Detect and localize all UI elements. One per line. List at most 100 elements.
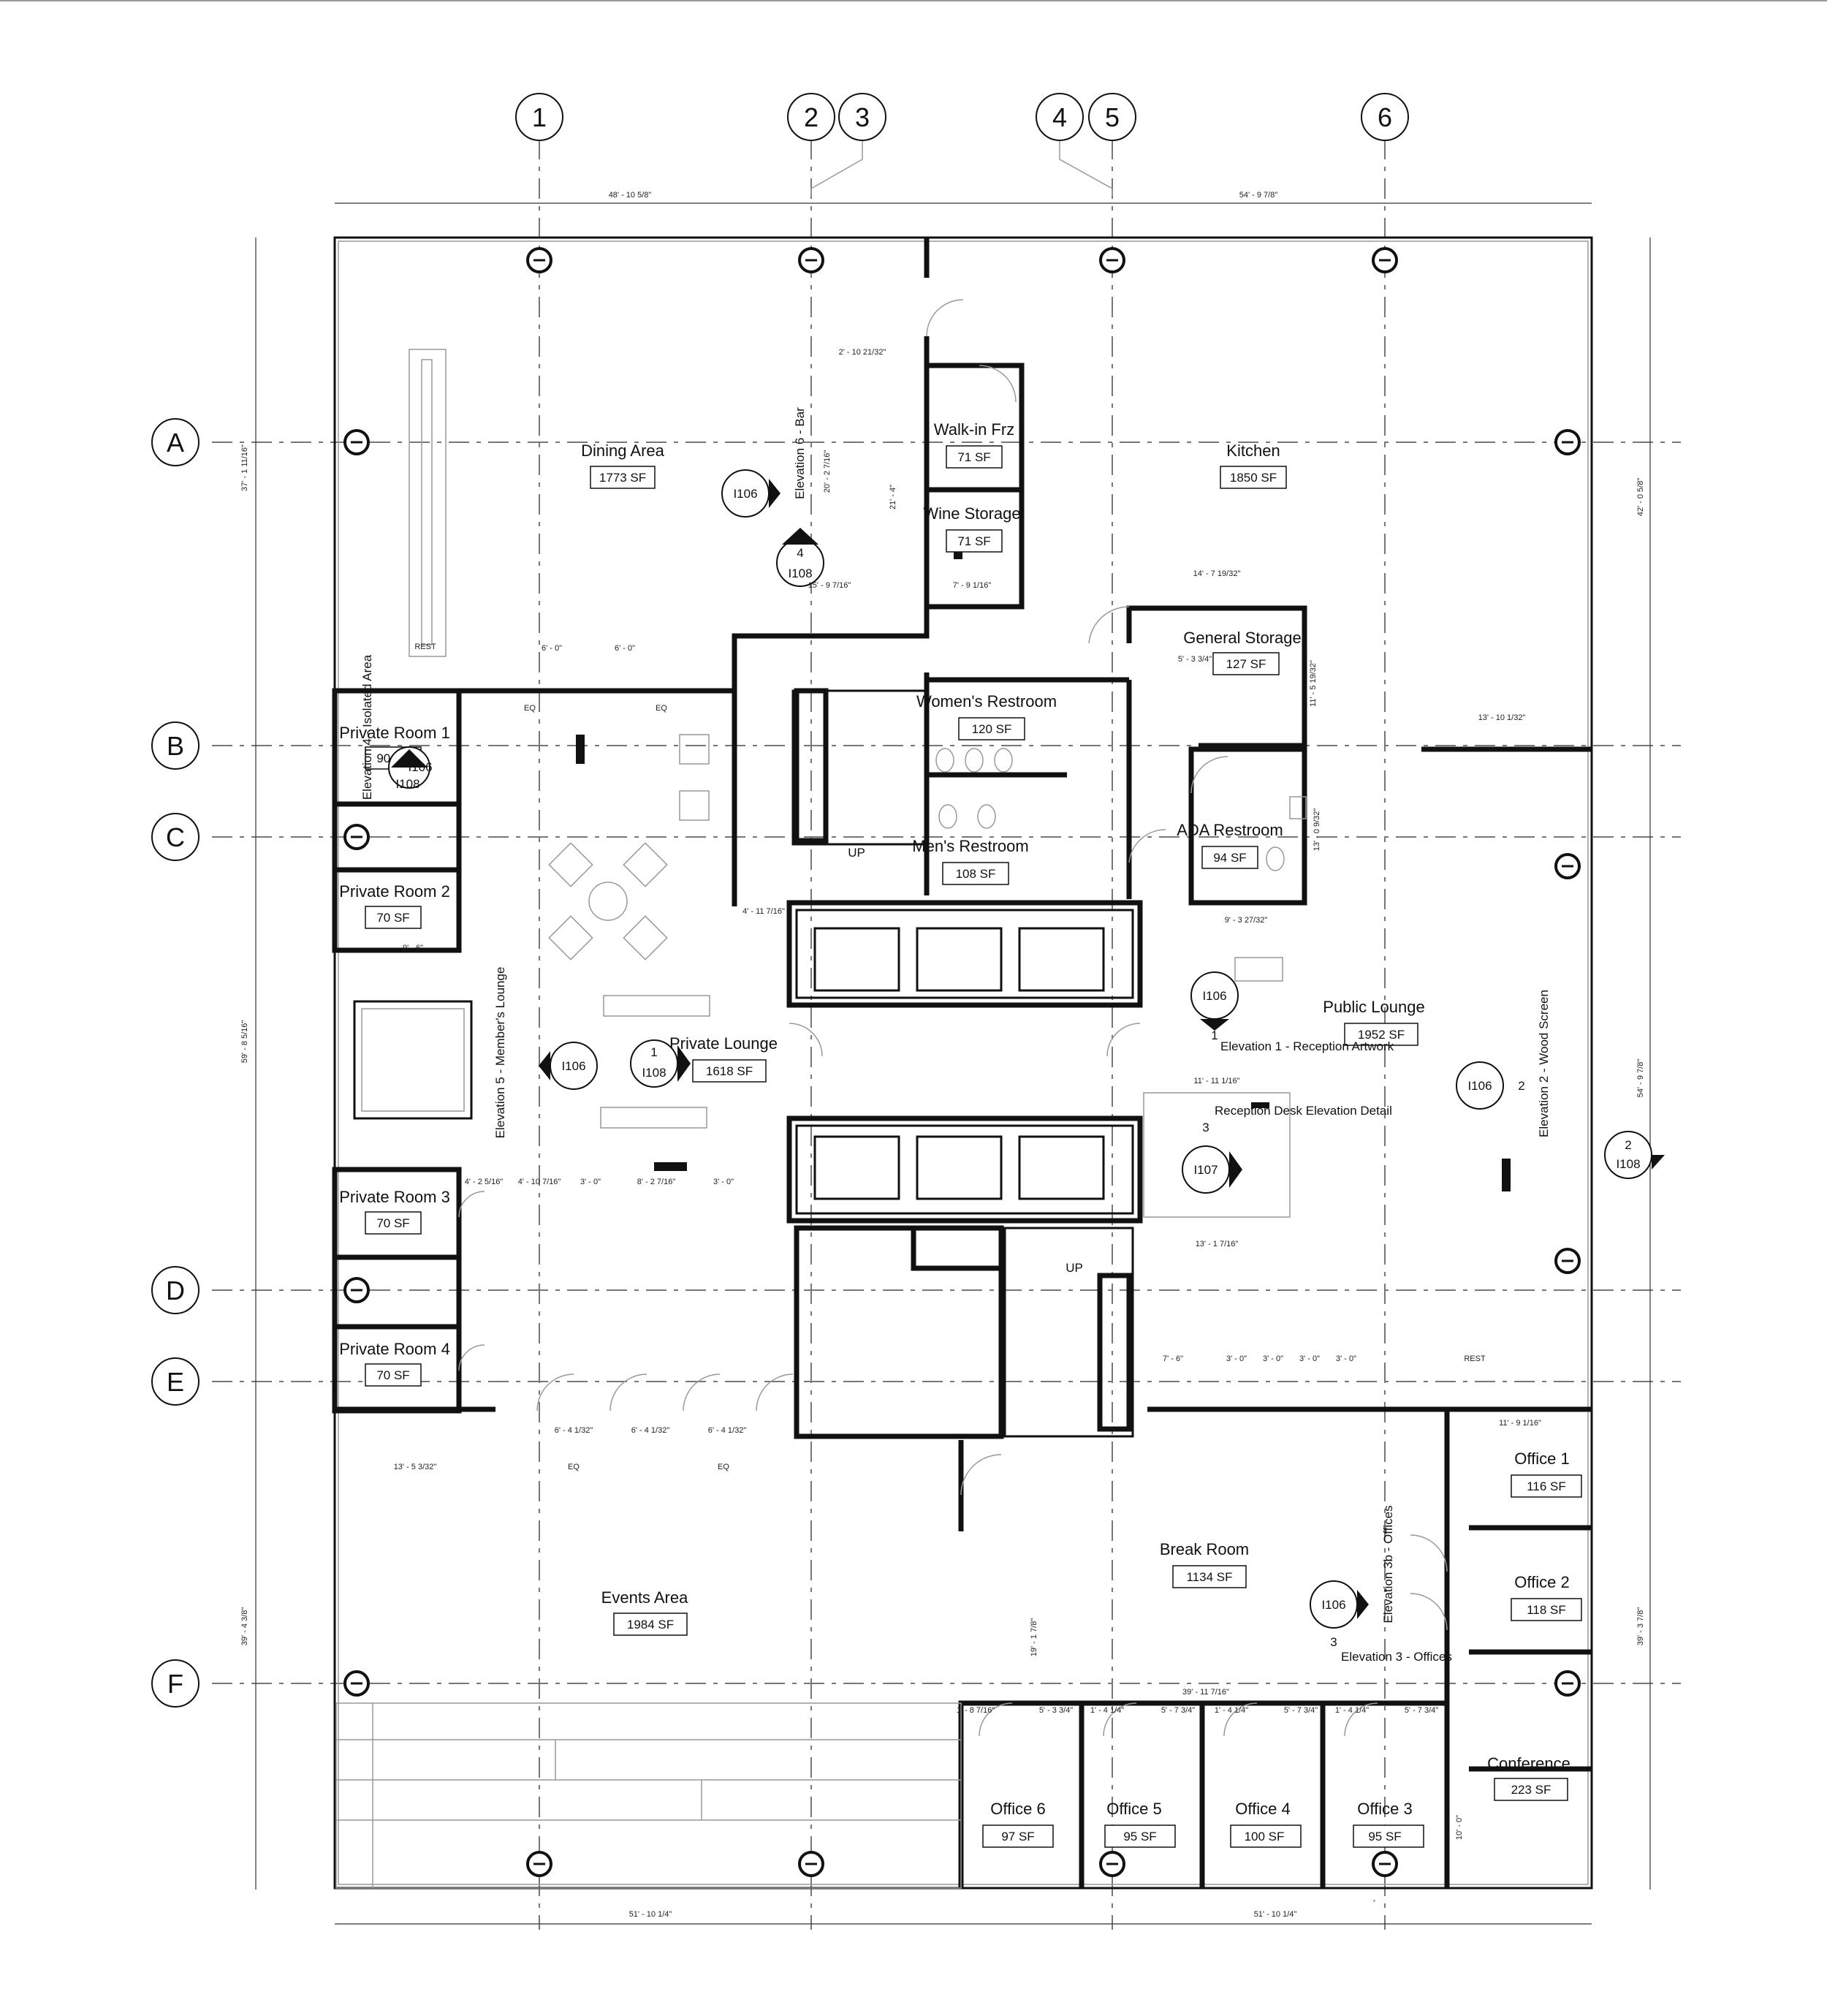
svg-text:I108: I108 [642,1066,666,1080]
svg-text:Private Room 3: Private Room 3 [339,1188,450,1206]
svg-text:6' - 4 1/32": 6' - 4 1/32" [555,1426,593,1435]
svg-text:6' - 0": 6' - 0" [615,644,635,653]
svg-text:94 SF: 94 SF [1213,851,1246,865]
svg-text:I106: I106 [1467,1079,1492,1093]
column-symbol [1554,429,1581,455]
svg-text:3' - 0": 3' - 0" [1299,1354,1320,1363]
svg-text:Office 3: Office 3 [1357,1800,1412,1818]
svg-text:48' - 10 5/8": 48' - 10 5/8" [609,191,652,200]
column-symbol [798,1851,824,1877]
svg-text:1773 SF: 1773 SF [599,471,646,485]
note-elevation-3b: Elevation 3b - Offices [1381,1505,1395,1623]
svg-text:I106: I106 [1202,989,1226,1003]
room-private-room-3: Private Room 370 SF [339,1188,450,1235]
column-symbol [1099,247,1125,273]
grid-bubble-col-6: 6 [1361,93,1409,141]
svg-text:95 SF: 95 SF [1123,1830,1156,1843]
note-elevation-4: Elevation 4 - Isolated Area [360,654,374,800]
svg-text:1: 1 [650,1045,657,1059]
room-office-6: Office 697 SF [982,1800,1054,1848]
svg-text:Office 1: Office 1 [1514,1450,1569,1468]
stair-up-label: UP [1066,1261,1083,1275]
svg-text:E: E [167,1367,184,1397]
svg-text:37' - 1 11/16": 37' - 1 11/16" [240,444,249,491]
svg-text:11' - 9 1/16": 11' - 9 1/16" [1499,1419,1541,1428]
note-elevation-2: Elevation 2 - Wood Screen [1537,990,1551,1137]
svg-text:7' - 9 1/16": 7' - 9 1/16" [953,581,992,590]
stair-up-label: UP [848,846,865,860]
svg-text:223 SF: 223 SF [1511,1783,1551,1797]
svg-text:I106: I106 [1321,1598,1345,1612]
eq-label: EQ [524,704,536,713]
svg-text:21' - 4": 21' - 4" [889,485,897,509]
svg-text:20' - 2 7/16": 20' - 2 7/16" [823,450,832,493]
svg-text:C: C [166,822,185,852]
column-symbol [1372,247,1398,273]
svg-text:13' - 0 9/32": 13' - 0 9/32" [1313,808,1321,852]
svg-text:9' - 6": 9' - 6" [403,944,423,952]
svg-text:10' - 0": 10' - 0" [1455,1815,1464,1840]
svg-text:I108: I108 [788,566,812,580]
svg-text:51' - 10 1/4": 51' - 10 1/4" [1254,1910,1297,1919]
rest-label: REST [414,643,436,651]
column-symbol [526,247,552,273]
svg-text:5' - 7 3/4": 5' - 7 3/4" [1161,1706,1195,1715]
svg-text:71 SF: 71 SF [957,450,990,464]
svg-text:Kitchen: Kitchen [1226,442,1280,460]
svg-text:3: 3 [1202,1121,1209,1134]
svg-text:Walk-in Frz: Walk-in Frz [934,420,1014,439]
svg-text:39' - 11 7/16": 39' - 11 7/16" [1182,1688,1229,1697]
svg-text:Break Room: Break Room [1160,1540,1249,1558]
column-symbol [343,824,370,850]
svg-text:14' - 7 19/32": 14' - 7 19/32" [1193,569,1241,578]
column-symbol [798,247,824,273]
svg-text:5' - 3 3/4": 5' - 3 3/4" [1178,655,1212,664]
room-office-5: Office 595 SF [1104,1800,1176,1848]
grid-bubble-row-a: A [151,418,200,466]
svg-text:4: 4 [1052,102,1067,132]
svg-text:1' - 4 1/4": 1' - 4 1/4" [1090,1706,1124,1715]
svg-text:39' - 3 7/8": 39' - 3 7/8" [1636,1607,1645,1646]
eq-label: EQ [568,1463,580,1471]
svg-text:70 SF: 70 SF [376,911,409,925]
svg-text:8' - 2 7/16": 8' - 2 7/16" [637,1178,676,1186]
note-elevation-5: Elevation 5 - Member's Lounge [493,967,507,1139]
svg-text:2: 2 [1625,1138,1631,1152]
svg-text:ADA Restroom: ADA Restroom [1177,821,1283,839]
svg-text:1952 SF: 1952 SF [1358,1028,1405,1042]
svg-text:118 SF: 118 SF [1527,1603,1566,1617]
svg-text:1' - 4 1/4": 1' - 4 1/4" [1335,1706,1369,1715]
eq-label: EQ [656,704,667,713]
svg-text:6' - 4 1/32": 6' - 4 1/32" [631,1426,670,1435]
svg-text:I108: I108 [395,777,419,791]
svg-text:13' - 10 1/32": 13' - 10 1/32" [1478,713,1526,722]
grid-bubble-col-1: 1 [515,93,563,141]
column-symbol [1554,1248,1581,1274]
svg-text:3: 3 [855,102,870,132]
svg-text:39' - 4 3/8": 39' - 4 3/8" [240,1607,249,1646]
svg-text:A: A [167,428,184,458]
svg-text:Private Room 4: Private Room 4 [339,1340,450,1358]
svg-text:6: 6 [1378,102,1392,132]
rest-label: REST [1464,1354,1486,1363]
svg-text:Conference: Conference [1487,1754,1570,1773]
svg-text:I106: I106 [408,760,432,774]
svg-text:54' - 9 7/8": 54' - 9 7/8" [1636,1059,1645,1098]
svg-text:11' - 5 19/32": 11' - 5 19/32" [1309,660,1318,707]
svg-text:I107: I107 [1193,1163,1218,1177]
svg-text:3' - 0": 3' - 0" [1226,1354,1247,1363]
grid-bubble-row-f: F [151,1659,200,1708]
column-symbol [343,1670,370,1697]
svg-text:I106: I106 [733,487,757,501]
tag-i106-members: I106 [539,1042,598,1090]
grid-bubble-row-d: D [151,1266,200,1314]
svg-text:116 SF: 116 SF [1527,1479,1566,1493]
svg-text:2: 2 [1518,1079,1524,1093]
grid-bubble-row-e: E [151,1357,200,1406]
